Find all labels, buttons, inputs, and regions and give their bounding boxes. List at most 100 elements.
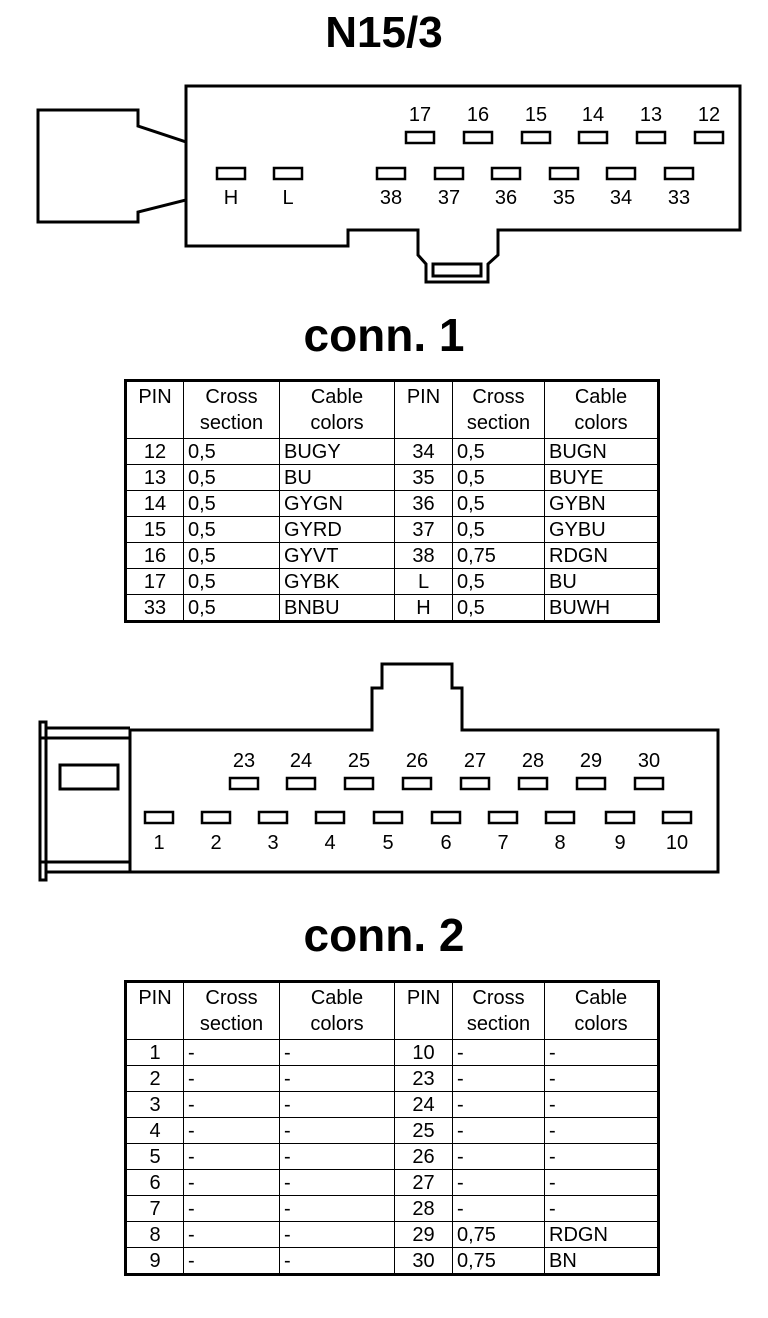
page-title: N15/3: [325, 8, 443, 57]
cell-cross-section: 0,5: [452, 568, 545, 595]
cell-cross-section: 0,5: [452, 594, 545, 622]
cell-cross-section: 0,5: [452, 438, 545, 465]
pin-socket: [661, 810, 693, 825]
connector-1-tab-detail: [431, 262, 483, 278]
cell-pin: 5: [125, 1143, 184, 1170]
connector-1-title: conn. 1: [303, 309, 465, 361]
cell-cable-colors: -: [544, 1143, 659, 1170]
pin-label: 28: [522, 750, 544, 772]
pin-label: 9: [614, 832, 625, 854]
cell-pin: 17: [125, 568, 184, 595]
cell-cross-section: -: [183, 1091, 280, 1118]
pin-socket: [433, 166, 465, 181]
cell-pin: 24: [394, 1091, 453, 1118]
cell-cable-colors: BUYE: [544, 464, 659, 491]
table-row: 1--10--: [125, 1039, 659, 1066]
pin-socket: [633, 776, 665, 791]
header-pin: PIN: [125, 380, 184, 439]
pin-label: 10: [666, 832, 688, 854]
pin-label: 3: [267, 832, 278, 854]
cell-pin: 36: [394, 490, 453, 517]
pin-socket: [605, 166, 637, 181]
pin-socket: [635, 130, 667, 145]
cell-cable-colors: -: [279, 1221, 395, 1248]
connector-1-body-outline: [184, 84, 742, 284]
cell-pin: 34: [394, 438, 453, 465]
pin-socket: [257, 810, 289, 825]
cell-cross-section: 0,5: [183, 594, 280, 622]
pin-socket: [487, 810, 519, 825]
cell-cross-section: 0,5: [452, 490, 545, 517]
connector-2-title: conn. 2: [303, 909, 465, 961]
header-pin: PIN: [125, 981, 184, 1040]
cell-pin: 1: [125, 1039, 184, 1066]
pin-label: 14: [582, 104, 604, 126]
pin-socket: [520, 130, 552, 145]
pin-label: 2: [210, 832, 221, 854]
cell-cross-section: 0,5: [452, 464, 545, 491]
pin-label: 1: [153, 832, 164, 854]
pin-socket: [314, 810, 346, 825]
cell-cable-colors: GYGN: [279, 490, 395, 517]
cell-cross-section: 0,75: [452, 1221, 545, 1248]
cell-pin: H: [394, 594, 453, 622]
pin-label: 35: [553, 187, 575, 209]
cell-cable-colors: GYVT: [279, 542, 395, 569]
pin-label: 7: [497, 832, 508, 854]
pin-socket: [544, 810, 576, 825]
cell-pin: 16: [125, 542, 184, 569]
table-row: 6--27--: [125, 1169, 659, 1196]
pin-socket: [215, 166, 247, 181]
pin-label: 34: [610, 187, 632, 209]
cell-cross-section: 0,5: [183, 542, 280, 569]
cell-cross-section: -: [183, 1247, 280, 1275]
pin-label: 17: [409, 104, 431, 126]
pin-label: L: [282, 187, 293, 209]
cell-pin: 9: [125, 1247, 184, 1275]
pin-label: 27: [464, 750, 486, 772]
pin-socket: [490, 166, 522, 181]
table-row: 4--25--: [125, 1117, 659, 1144]
cell-cable-colors: BUWH: [544, 594, 659, 622]
pin-socket: [577, 130, 609, 145]
pin-label: 8: [554, 832, 565, 854]
pin-label: 5: [382, 832, 393, 854]
cell-cable-colors: GYBK: [279, 568, 395, 595]
connector-2-latch: [58, 763, 120, 791]
cell-cable-colors: BU: [544, 568, 659, 595]
pin-socket: [604, 810, 636, 825]
pin-socket: [372, 810, 404, 825]
cell-cable-colors: -: [279, 1169, 395, 1196]
pin-socket: [200, 810, 232, 825]
pin-socket: [517, 776, 549, 791]
header-pin: PIN: [394, 981, 453, 1040]
cell-cross-section: 0,5: [183, 438, 280, 465]
pin-label: 30: [638, 750, 660, 772]
pin-socket: [548, 166, 580, 181]
pin-socket: [401, 776, 433, 791]
cell-cable-colors: BUGN: [544, 438, 659, 465]
cell-cross-section: -: [452, 1195, 545, 1222]
cell-pin: 3: [125, 1091, 184, 1118]
cell-cable-colors: -: [279, 1065, 395, 1092]
cell-cable-colors: RDGN: [544, 1221, 659, 1248]
cell-cable-colors: RDGN: [544, 542, 659, 569]
cell-cross-section: -: [183, 1117, 280, 1144]
